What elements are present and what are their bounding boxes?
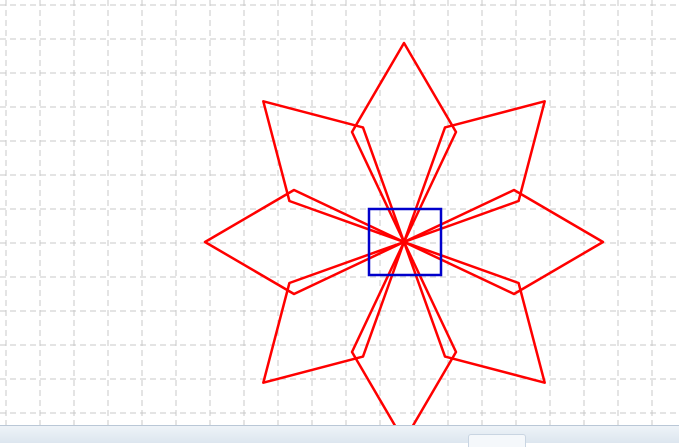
- rosette-petal[interactable]: [402, 100, 546, 244]
- rosette-petal[interactable]: [262, 240, 406, 384]
- rosette-figure[interactable]: [203, 41, 605, 425]
- rosette-petal[interactable]: [203, 188, 406, 296]
- bottom-toolbar: [0, 425, 679, 447]
- rosette-petal[interactable]: [350, 240, 458, 425]
- drawing-canvas[interactable]: [0, 0, 679, 425]
- drawing-surface[interactable]: [0, 0, 679, 425]
- bottom-tab[interactable]: [468, 434, 526, 447]
- center-selection-box[interactable]: [367, 207, 443, 277]
- rosette-petal[interactable]: [402, 240, 546, 384]
- rosette-petal[interactable]: [350, 41, 458, 244]
- rosette-petal[interactable]: [402, 188, 605, 296]
- rosette-petal[interactable]: [262, 100, 406, 244]
